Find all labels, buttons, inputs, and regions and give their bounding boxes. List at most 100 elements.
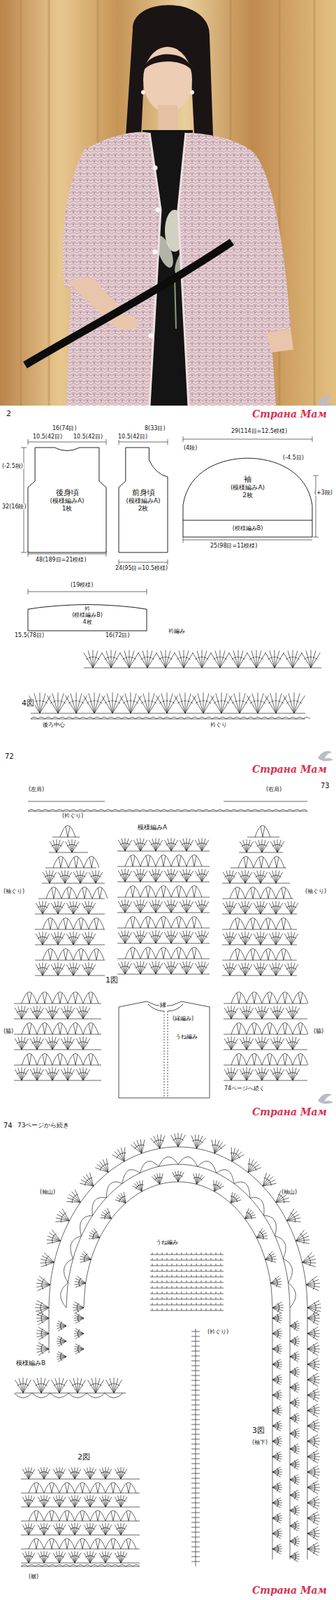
photo: [25, 241, 232, 365]
chart-note: 3図: [251, 1425, 266, 1435]
chart-note: (裾): [27, 1571, 40, 1579]
piece-label: (模様編みB): [232, 524, 264, 532]
chart-note: 模様編みA: [136, 822, 168, 830]
chart-note: (衿ぐり): [206, 1327, 230, 1334]
front-band-chart: [191, 1327, 200, 1565]
chart-note: うね編み: [155, 1237, 179, 1245]
piece-outline: [27, 604, 147, 631]
chart-note: 25(98目=11模様): [209, 542, 258, 549]
chart-note: (袖ぐり): [304, 887, 327, 894]
piece-outline: [118, 447, 168, 552]
photo: [20, 0, 315, 406]
watermark-dove: [317, 395, 334, 1103]
piece-label: (模様編みB): [71, 611, 103, 619]
chart-note: うね編み: [174, 1032, 199, 1039]
chart-note: 48(189目=21模様): [34, 556, 88, 563]
chart-note: 1図: [104, 975, 119, 985]
cardigan-diagram: [118, 1000, 210, 1097]
chart-note: 10.5(42目): [72, 433, 104, 440]
watermark: Страна Мам: [251, 407, 328, 420]
chart-note: (+3段): [313, 488, 334, 496]
photo: [174, 275, 177, 329]
piece-label: 前身頃: [132, 487, 156, 497]
chart-note: 16(74目): [51, 424, 78, 432]
chart-note: (脇): [2, 1026, 14, 1034]
piece-text: (模様編みB): [183, 519, 313, 537]
chart-note: 10.5(42目): [32, 433, 63, 440]
chart-note: 32(16段): [1, 502, 28, 510]
chart-note: (袖山): [39, 1187, 56, 1194]
side-chart: [13, 991, 102, 1080]
piece-text: 後身頃(模様編みA)1枚: [27, 447, 107, 552]
watermark-dove: [317, 750, 334, 761]
chart-note: 4図: [20, 698, 35, 708]
chart-note: 縁: [159, 1000, 167, 1008]
photo: [118, 315, 139, 330]
chart-note: 衿編み: [167, 627, 186, 634]
chart-note: 10.5(42目): [117, 433, 149, 440]
sleeve-side-chart: [36, 1306, 320, 1560]
watermark-dove: [317, 1092, 334, 1103]
chart-note: 8(33目): [143, 424, 167, 432]
piece-outline: [27, 447, 107, 552]
chart-note: (袖下): [251, 1437, 269, 1444]
piece-label: (模様編みA): [230, 483, 265, 492]
photo: [143, 54, 192, 71]
collar-chart: [29, 691, 311, 719]
rib-chart: [150, 1251, 224, 1310]
chart-note: 24(95目=10.5模様): [114, 564, 169, 571]
pattern-a-chart: [117, 836, 210, 974]
pattern-piece: (模様編みB): [183, 519, 313, 537]
chart-note: 模様編みB: [15, 1357, 47, 1365]
chart-note: 29(114目=12.5模様): [230, 427, 288, 434]
shoulder-chart: [27, 800, 308, 811]
chart-note: (左肩): [27, 785, 45, 792]
chart-note: (衿ぐり): [61, 811, 84, 818]
pattern-piece: 袖(模様編みA)2枚 (模様編みB): [183, 452, 313, 537]
piece-text: 前身頃(模様編みA)2枚: [118, 447, 168, 552]
chart-note: (右肩): [265, 785, 283, 792]
piece-label: (模様編みA): [125, 496, 160, 505]
right-front-chart: [222, 824, 299, 976]
photo: [141, 90, 146, 95]
chart-note: 衿ぐり: [209, 720, 228, 728]
chart-note: (袖山): [280, 1187, 298, 1194]
cardigan-diagram: [118, 1000, 210, 1097]
chart-note: 74ページへ続く: [223, 1084, 266, 1091]
photo: [143, 46, 193, 113]
photo: [157, 104, 178, 133]
piece-text: 袖(模様編みA)2枚: [183, 452, 313, 520]
piece-label: 衿: [84, 604, 91, 612]
chart-note: 16(72目): [104, 631, 131, 638]
piece-label: 2枚: [138, 504, 149, 513]
chart-note: 後ろ中心: [41, 720, 66, 728]
chart-note: (4段): [183, 444, 198, 451]
photo: [148, 333, 154, 339]
chart-note: 2図: [76, 1451, 91, 1461]
dimension-lines: [20, 435, 319, 594]
piece-label: 4枚: [82, 618, 92, 626]
hem-chart: [20, 1465, 140, 1565]
chart-note: (19模様): [69, 581, 94, 588]
piece-label: (模様編みA): [49, 496, 84, 505]
chart-note: 15.5(78目): [13, 631, 45, 638]
photo: [152, 165, 158, 171]
photo: [155, 207, 161, 213]
chart-note: 74: [2, 1120, 14, 1129]
piece-label: 1枚: [62, 504, 73, 513]
chart-note: 73ページから続き: [16, 1120, 70, 1128]
photo: [0, 0, 336, 406]
photo: [190, 90, 195, 95]
piece-label: 袖: [243, 474, 252, 484]
chart-note: (-4.5目): [282, 454, 305, 461]
chart-note: 72: [4, 751, 15, 761]
left-front-chart: [34, 824, 108, 976]
photo: [0, 0, 336, 406]
watermark: Страна Мам: [251, 1105, 328, 1117]
photo: [244, 153, 291, 333]
sleeve-cap-chart: [34, 1131, 322, 1314]
piece-label: 後身頃: [55, 487, 79, 497]
pattern-piece: 前身頃(模様編みA)2枚: [118, 447, 168, 552]
photo: [152, 249, 158, 255]
